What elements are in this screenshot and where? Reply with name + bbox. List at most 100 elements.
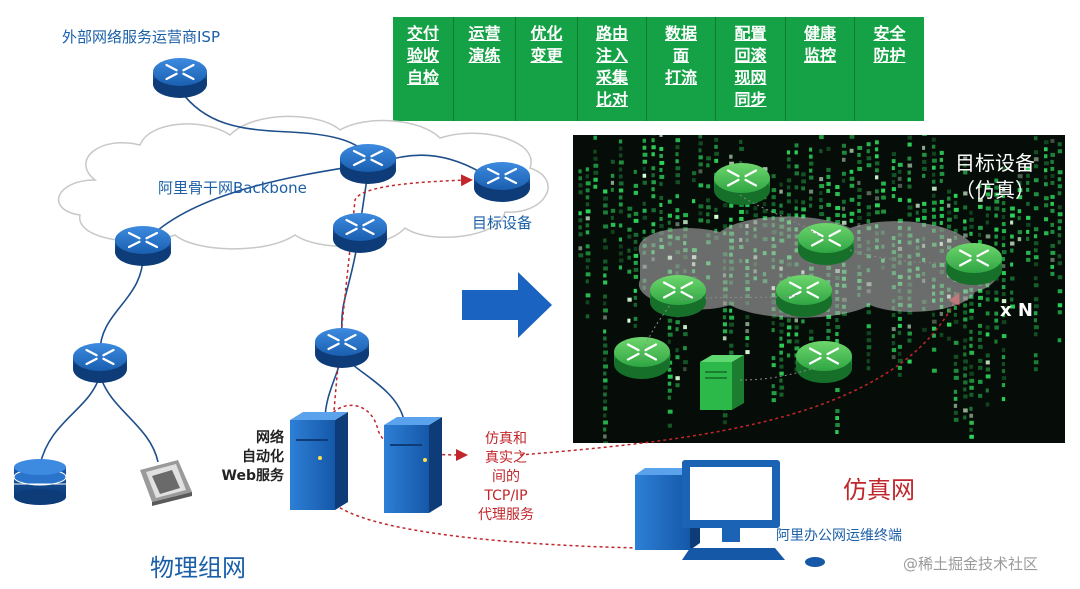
matrix-glyph: [1057, 261, 1063, 266]
automation-web-server-icon: [290, 412, 348, 510]
matrix-glyph: [603, 245, 609, 250]
matrix-glyph: [633, 316, 638, 321]
matrix-glyph: [953, 193, 958, 198]
matrix-glyph: [931, 165, 936, 170]
matrix-glyph: [1043, 154, 1048, 159]
router-access-right-icon: [315, 328, 369, 368]
matrix-glyph: [1043, 140, 1049, 145]
matrix-glyph: [985, 325, 990, 330]
matrix-glyph: [618, 188, 624, 193]
matrix-glyph: [963, 366, 968, 371]
matrix-glyph: [585, 167, 589, 172]
matrix-glyph: [1057, 233, 1062, 238]
matrix-glyph: [969, 420, 974, 425]
matrix-glyph: [978, 239, 982, 244]
matrix-glyph: [651, 187, 655, 192]
matrix-glyph: [1057, 289, 1063, 294]
matrix-glyph: [994, 227, 999, 232]
matrix-glyph: [603, 308, 608, 313]
matrix-glyph: [779, 210, 784, 215]
matrix-glyph: [1033, 262, 1039, 267]
matrix-glyph: [691, 171, 697, 176]
matrix-glyph: [994, 241, 998, 246]
watermark: @稀土掘金技术社区: [903, 555, 1039, 573]
matrix-glyph: [603, 406, 608, 411]
matrix-glyph: [714, 228, 718, 233]
matrix-glyph: [1033, 192, 1039, 197]
matrix-glyph: [683, 346, 687, 351]
matrix-glyph: [857, 201, 861, 206]
matrix-glyph: [1050, 257, 1055, 262]
matrix-glyph: [651, 173, 655, 178]
matrix-glyph: [1057, 149, 1063, 154]
matrix-glyph: [633, 302, 638, 307]
router-isp-icon: [153, 58, 207, 98]
matrix-glyph: [683, 360, 688, 365]
matrix-glyph: [826, 174, 831, 179]
matrix-glyph: [1010, 241, 1015, 246]
tab-delivery-acceptance: 交付 验收 自检: [393, 17, 454, 121]
matrix-glyph: [819, 149, 823, 154]
matrix-glyph: [603, 350, 609, 355]
matrix-glyph: [897, 197, 902, 202]
matrix-glyph: [633, 253, 639, 258]
matrix-glyph: [1026, 222, 1031, 227]
matrix-glyph: [659, 167, 663, 172]
matrix-glyph: [786, 318, 791, 323]
matrix-glyph: [667, 367, 672, 372]
matrix-glyph: [953, 375, 959, 380]
matrix-glyph: [947, 196, 951, 201]
matrix-glyph: [698, 169, 703, 174]
matrix-glyph: [897, 316, 902, 321]
matrix-glyph: [1050, 180, 1055, 185]
matrix-glyph: [1050, 264, 1055, 269]
matrix-glyph: [915, 210, 919, 215]
matrix-glyph: [633, 295, 637, 300]
matrix-glyph: [1010, 220, 1014, 225]
matrix-glyph: [978, 358, 983, 363]
matrix-glyph: [841, 143, 847, 148]
matrix-glyph: [963, 233, 968, 238]
matrix-glyph: [963, 324, 967, 329]
matrix-glyph: [907, 331, 912, 336]
proxy-label-line4: TCP/IP: [484, 488, 528, 504]
matrix-glyph: [1010, 276, 1015, 281]
matrix-glyph: [659, 209, 663, 214]
matrix-glyph: [627, 213, 632, 218]
matrix-glyph: [786, 185, 791, 190]
matrix-glyph: [739, 216, 744, 221]
matrix-glyph: [722, 308, 728, 313]
matrix-glyph: [627, 269, 632, 274]
matrix-glyph: [786, 164, 791, 169]
matrix-glyph: [1017, 195, 1023, 200]
matrix-glyph: [706, 163, 710, 168]
matrix-glyph: [794, 171, 799, 176]
matrix-glyph: [1001, 222, 1006, 227]
matrix-glyph: [875, 168, 879, 173]
matrix-glyph: [826, 328, 831, 333]
matrix-glyph: [841, 220, 847, 225]
matrix-glyph: [897, 162, 903, 167]
matrix-glyph: [1033, 353, 1038, 358]
matrix-glyph: [1033, 234, 1038, 239]
matrix-glyph: [722, 329, 728, 334]
matrix-glyph: [1033, 283, 1039, 288]
matrix-glyph: [1050, 208, 1055, 213]
matrix-glyph: [994, 297, 999, 302]
matrix-glyph: [897, 218, 903, 223]
matrix-glyph: [939, 171, 945, 176]
matrix-glyph: [994, 178, 999, 183]
matrix-glyph: [794, 346, 800, 351]
matrix-glyph: [994, 290, 999, 295]
matrix-glyph: [603, 266, 608, 271]
matrix-glyph: [659, 202, 663, 207]
matrix-glyph: [819, 184, 825, 189]
matrix-glyph: [1043, 161, 1049, 166]
matrix-glyph: [963, 219, 967, 224]
matrix-glyph: [978, 204, 983, 209]
matrix-glyph: [610, 215, 614, 220]
matrix-glyph: [779, 392, 784, 397]
matrix-glyph: [1001, 292, 1006, 297]
router-access-left-icon: [73, 343, 127, 383]
